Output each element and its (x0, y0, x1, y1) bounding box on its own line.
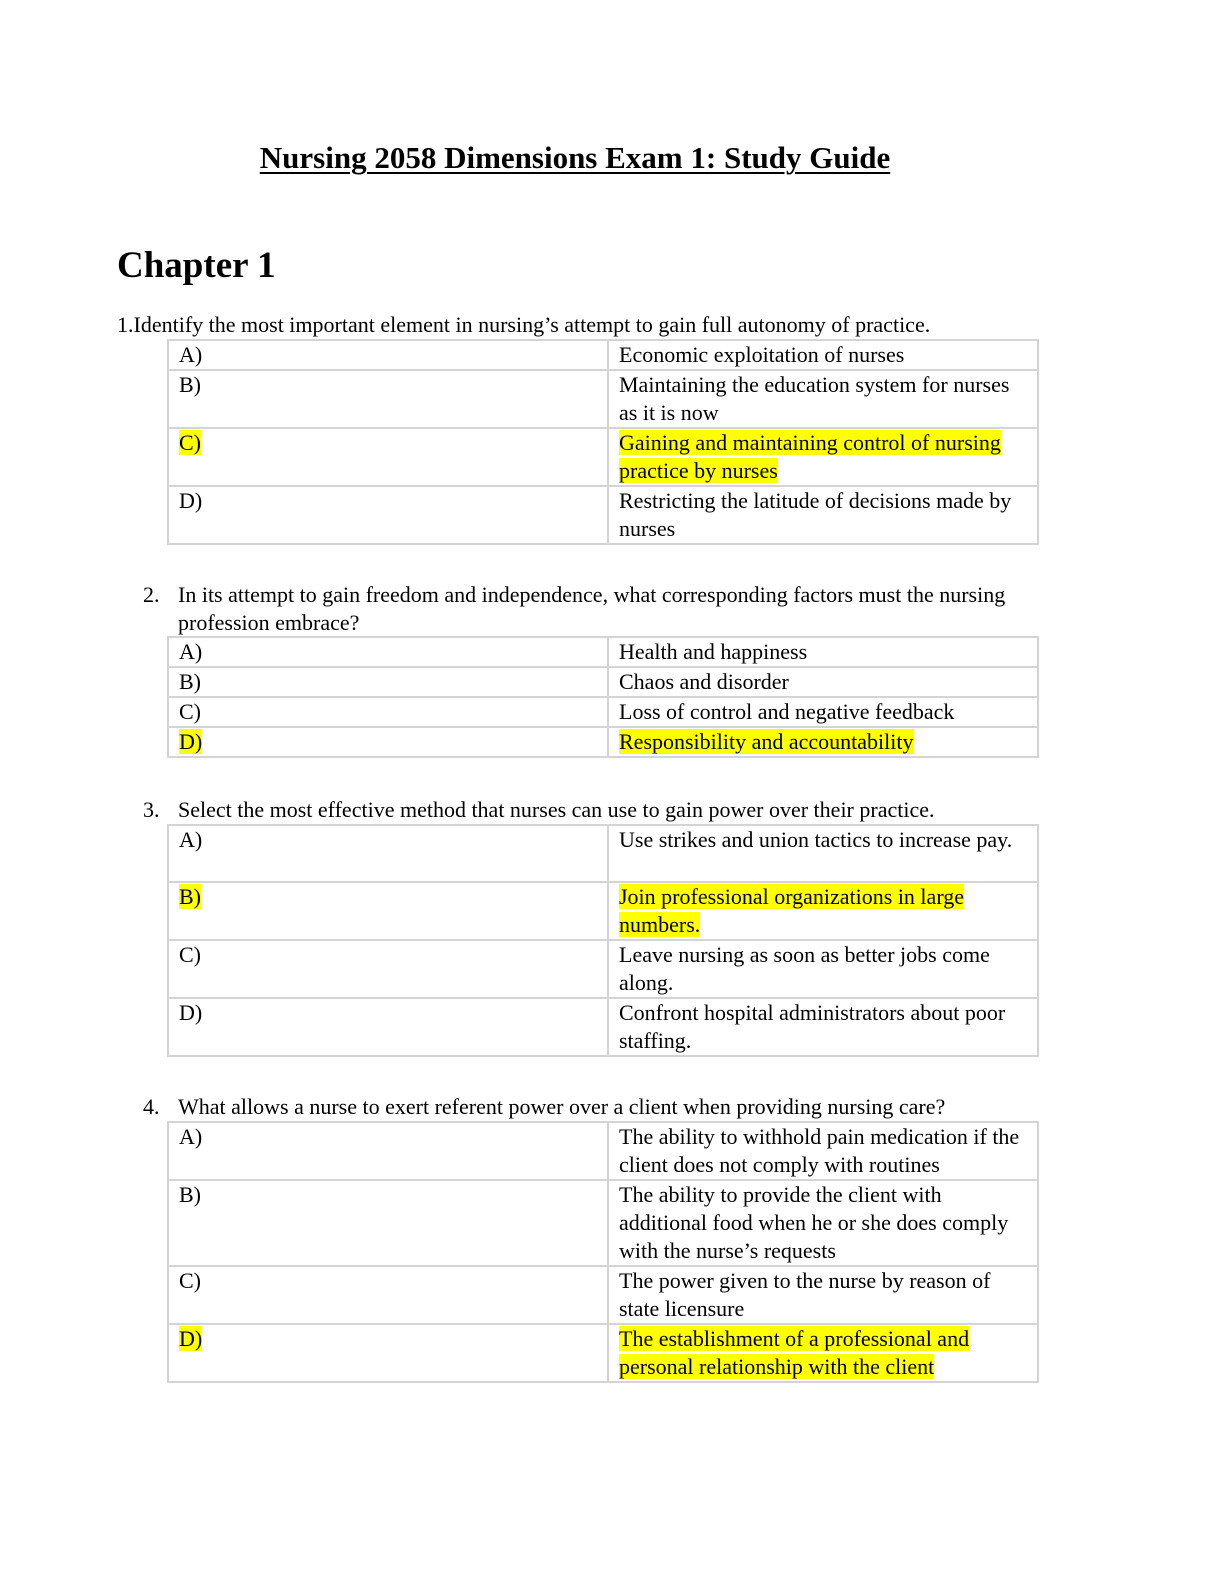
option-text: Gaining and maintaining control of nursi… (619, 430, 1001, 483)
option-row: B) Chaos and disorder (167, 666, 1039, 698)
question-number: 3. (143, 797, 160, 822)
question-1: 1.Identify the most important element in… (117, 311, 930, 339)
question-text: Select the most effective method that nu… (178, 797, 935, 822)
option-row: C) The power given to the nurse by reason… (167, 1265, 1039, 1325)
option-letter: D) (179, 1326, 203, 1351)
option-letter: C) (179, 1268, 201, 1293)
option-text: The power given to the nurse by reason o… (619, 1268, 991, 1321)
chapter-heading: Chapter 1 (117, 245, 276, 286)
question-2-options: A) Health and happiness B) Chaos and disor… (167, 636, 1039, 758)
question-4-options: A) The ability to withhold pain medicatio… (167, 1121, 1039, 1383)
option-letter: D) (179, 1000, 203, 1025)
option-letter: B) (179, 1182, 201, 1207)
option-letter: D) (179, 729, 203, 754)
document-title: Nursing 2058 Dimensions Exam 1: Study Gu… (259, 140, 891, 175)
option-letter: A) (179, 639, 203, 664)
option-row: D) Confront hospital administrators about… (167, 997, 1039, 1057)
option-row: A) Economic exploitation of nurses (167, 339, 1039, 371)
option-letter: C) (179, 699, 201, 724)
option-letter: B) (179, 669, 201, 694)
option-row: D) Responsibility and accountability (167, 726, 1039, 758)
option-text: Loss of control and negative feedback (619, 699, 955, 724)
question-number: 2. (143, 582, 160, 607)
option-letter: A) (179, 342, 203, 367)
option-text: Use strikes and union tactics to increas… (619, 827, 1013, 852)
option-text: Leave nursing as soon as better jobs com… (619, 942, 990, 995)
option-row: B) Join professional organizations in lar… (167, 881, 1039, 941)
option-letter: C) (179, 430, 201, 455)
option-text: Responsibility and accountability (619, 729, 914, 754)
option-text: The ability to provide the client with a… (619, 1182, 1009, 1263)
option-text: Economic exploitation of nurses (619, 342, 905, 367)
question-number: 4. (143, 1094, 160, 1119)
option-row: C) Gaining and maintaining control of nur… (167, 427, 1039, 487)
question-text: What allows a nurse to exert referent po… (178, 1094, 946, 1119)
question-text: Identify the most important element in n… (133, 312, 931, 337)
option-row: C) Loss of control and negative feedback (167, 696, 1039, 728)
option-letter: B) (179, 884, 201, 909)
option-row: D) Restricting the latitude of decisions … (167, 485, 1039, 545)
option-letter: B) (179, 372, 201, 397)
option-text: Chaos and disorder (619, 669, 789, 694)
option-letter: D) (179, 488, 203, 513)
question-1-options: A) Economic exploitation of nurses B) Main… (167, 339, 1039, 545)
option-text: The ability to withhold pain medication … (619, 1124, 1020, 1177)
option-text: Restricting the latitude of decisions ma… (619, 488, 1012, 541)
option-row: D) The establishment of a professional an… (167, 1323, 1039, 1383)
option-letter: C) (179, 942, 201, 967)
option-text: Confront hospital administrators about p… (619, 1000, 1006, 1053)
question-number: 1. (117, 312, 134, 337)
option-text: The establishment of a professional and … (619, 1326, 970, 1379)
option-row: A) The ability to withhold pain medicatio… (167, 1121, 1039, 1181)
option-row: B) The ability to provide the client with… (167, 1179, 1039, 1267)
option-letter: A) (179, 827, 203, 852)
option-row: A) Use strikes and union tactics to incre… (167, 824, 1039, 883)
option-text: Health and happiness (619, 639, 808, 664)
question-3-options: A) Use strikes and union tactics to incre… (167, 824, 1039, 1057)
option-letter: A) (179, 1124, 203, 1149)
option-text: Maintaining the education system for nur… (619, 372, 1010, 425)
option-text: Join professional organizations in large… (619, 884, 965, 937)
option-row: B) Maintaining the education system for n… (167, 369, 1039, 429)
option-row: C) Leave nursing as soon as better jobs c… (167, 939, 1039, 999)
option-row: A) Health and happiness (167, 636, 1039, 668)
question-text: In its attempt to gain freedom and indep… (178, 582, 1006, 635)
